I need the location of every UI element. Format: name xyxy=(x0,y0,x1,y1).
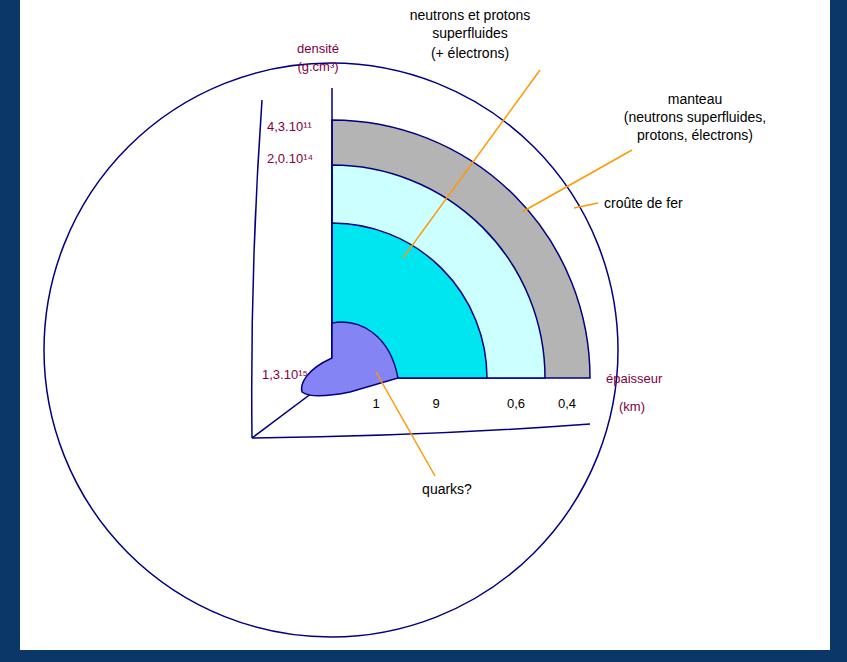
axis-title: densité xyxy=(297,40,339,58)
leader-line xyxy=(574,203,598,208)
density-value: 1,3.10¹⁵ xyxy=(262,366,308,384)
density-value: 4,3.10¹¹ xyxy=(267,118,312,136)
layer-label: quarks? xyxy=(422,480,472,498)
star-outline xyxy=(44,63,618,637)
axis-unit: (g.cm³) xyxy=(297,58,338,76)
thickness-value: 0,6 xyxy=(507,395,525,413)
density-value: 2,0.10¹⁴ xyxy=(267,150,313,168)
thickness-axis xyxy=(252,424,590,438)
thickness-value: 9 xyxy=(432,395,439,413)
axis-unit: (km) xyxy=(619,398,645,416)
layer-label: croûte de fer xyxy=(604,194,683,212)
layer-label: neutrons et protons superfluides xyxy=(395,6,545,42)
leader-line xyxy=(403,70,540,258)
leader-line xyxy=(376,372,435,476)
thickness-value: 1 xyxy=(372,395,379,413)
axis-title: épaisseur xyxy=(606,370,662,388)
density-axis xyxy=(252,100,262,438)
thickness-value: 0,4 xyxy=(558,395,576,413)
layer-label: manteau xyxy=(668,90,722,108)
layer-label: (neutrons superfluides, protons, électro… xyxy=(604,108,786,144)
white-panel xyxy=(20,0,830,650)
layer-label: (+ électrons) xyxy=(431,44,509,62)
